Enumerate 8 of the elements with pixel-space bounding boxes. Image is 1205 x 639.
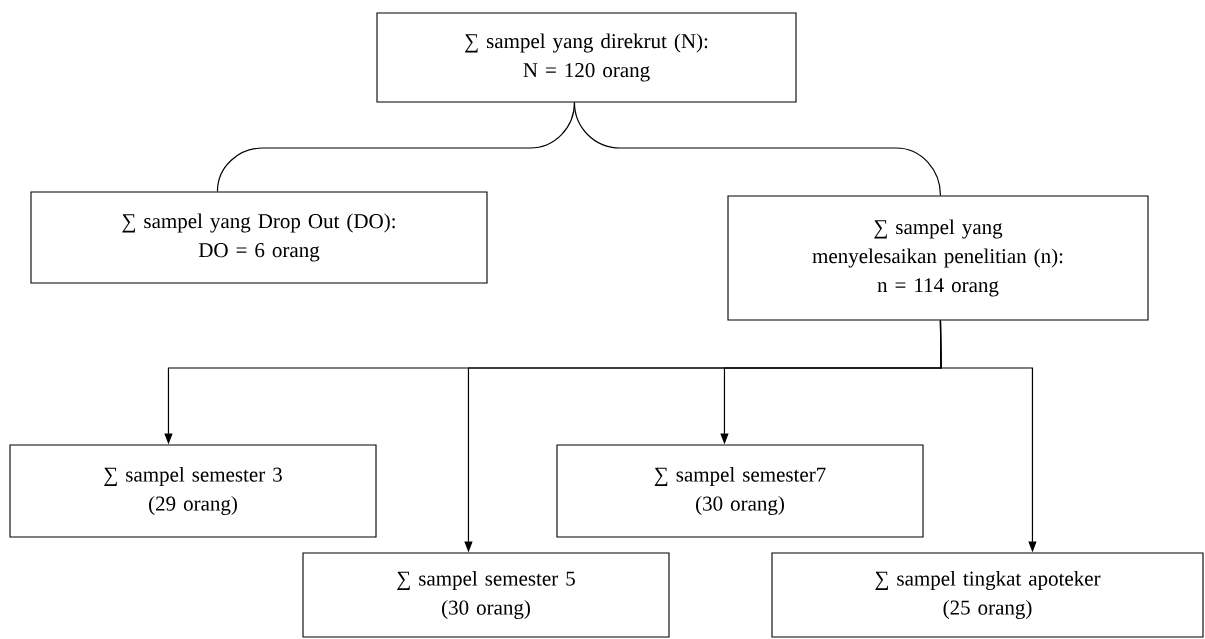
process-box: ∑ sampel tingkat apoteker (25 orang)	[771, 552, 1204, 638]
process-box: ∑ sampel yang menyelesaikan penelitian (n): n = 114 orang	[727, 195, 1149, 321]
process-box: ∑ sampel yang Drop Out (DO): DO = 6 orang	[30, 191, 488, 284]
process-box: ∑ sampel yang direkrut (N): N = 120 orang	[376, 12, 797, 103]
process-box: ∑ sampel semester7 (30 orang)	[556, 444, 924, 538]
process-box: ∑ sampel semester 3 (29 orang)	[9, 444, 377, 538]
bracket-line	[573, 101, 942, 197]
process-box: ∑ sampel semester 5 (30 orang)	[302, 552, 670, 638]
